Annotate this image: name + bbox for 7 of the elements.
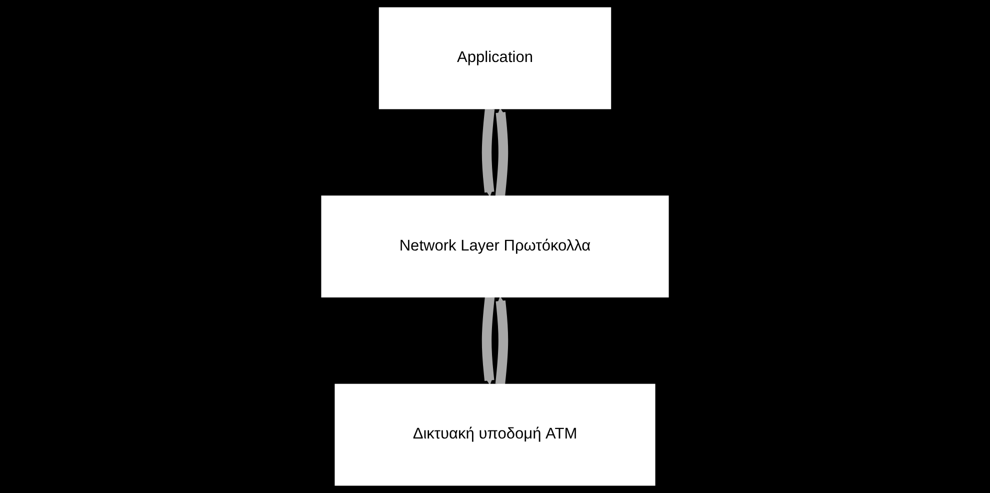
- node-box: [378, 7, 612, 110]
- arrow: [495, 296, 508, 385]
- arrow: [482, 108, 495, 196]
- arrow: [495, 108, 508, 197]
- node-box: [334, 384, 656, 486]
- arrow: [482, 296, 495, 385]
- node-box: [321, 196, 669, 298]
